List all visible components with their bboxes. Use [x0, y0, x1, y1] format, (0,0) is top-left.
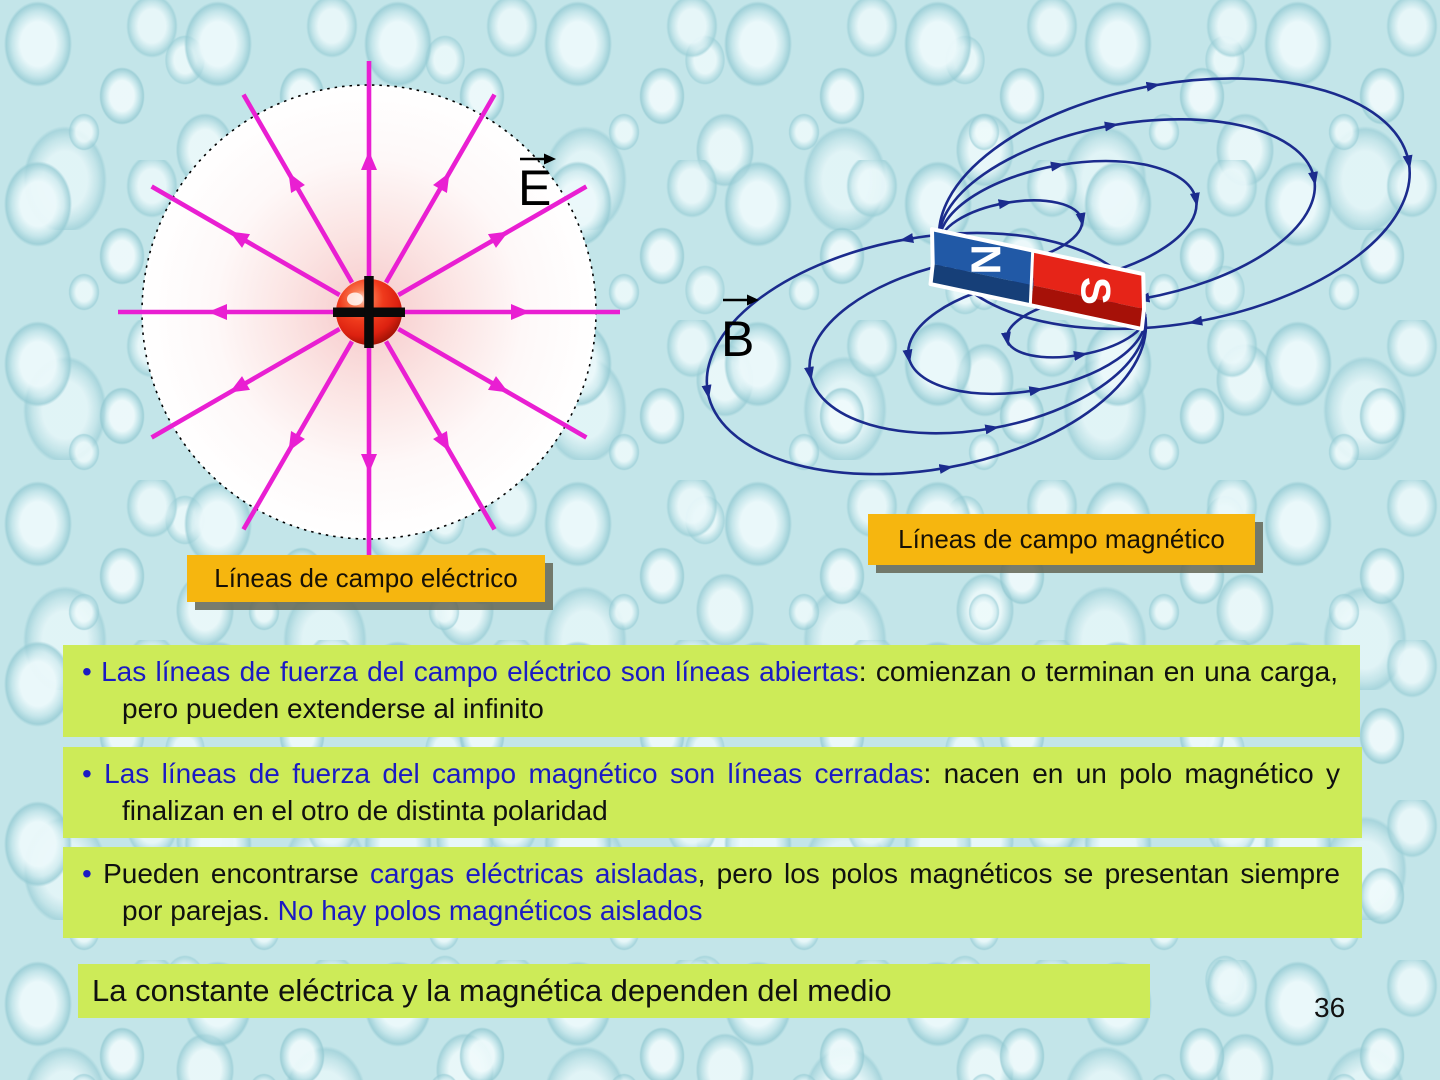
e-vector-label: E: [518, 153, 556, 216]
bullet-text: • Las líneas de fuerza del campo eléctri…: [82, 656, 1338, 724]
bar-magnet: N S: [928, 227, 1147, 331]
bullet-marker-icon: •: [82, 758, 105, 789]
plus-icon: [333, 276, 405, 348]
magnetic-field-symbol: B: [721, 311, 754, 367]
b-vector-label: B: [721, 294, 759, 367]
magnet-outline: [928, 227, 1147, 331]
magnet-south-front-face: [1030, 285, 1145, 329]
bullet-box-isolated-poles: • Pueden encontrarse cargas eléctricas a…: [63, 847, 1362, 938]
footer-text: La constante eléctrica y la magnética de…: [92, 973, 892, 1008]
sphere-highlight: [347, 292, 363, 306]
magnetic-caption-text: Líneas de campo magnético: [898, 524, 1225, 554]
bullet-marker-icon: •: [82, 656, 102, 687]
bullet-text: • Las líneas de fuerza del campo magnéti…: [82, 758, 1341, 826]
magnet-north-front-face: [930, 264, 1034, 306]
vector-arrow-icon: [520, 153, 556, 165]
magnet-north-top-face: [931, 229, 1034, 286]
bullet-marker-icon: •: [82, 858, 104, 889]
electric-field-symbol: E: [518, 160, 551, 216]
vector-arrow-icon: [723, 294, 759, 306]
south-pole-label: S: [1073, 277, 1120, 305]
page-number: 36: [1314, 992, 1346, 1023]
magnetic-field-diagram: N S B: [701, 77, 1413, 476]
electric-field-lines: [118, 61, 620, 563]
magnetic-caption: Líneas de campo magnético: [868, 514, 1255, 565]
bullet-text: • Pueden encontrarse cargas eléctricas a…: [82, 858, 1340, 926]
north-pole-label: N: [963, 244, 1010, 274]
bullet-box-magnetic-lines: • Las líneas de fuerza del campo magnéti…: [63, 747, 1362, 838]
magnet-south-top-face: [1032, 250, 1145, 309]
electric-caption: Líneas de campo eléctrico: [187, 555, 545, 602]
bullet-box-electric-lines: • Las líneas de fuerza del campo eléctri…: [63, 645, 1360, 737]
electric-field-diagram: E: [118, 61, 620, 563]
footer-statement-box: La constante eléctrica y la magnética de…: [78, 964, 1150, 1018]
electric-caption-text: Líneas de campo eléctrico: [214, 563, 518, 593]
